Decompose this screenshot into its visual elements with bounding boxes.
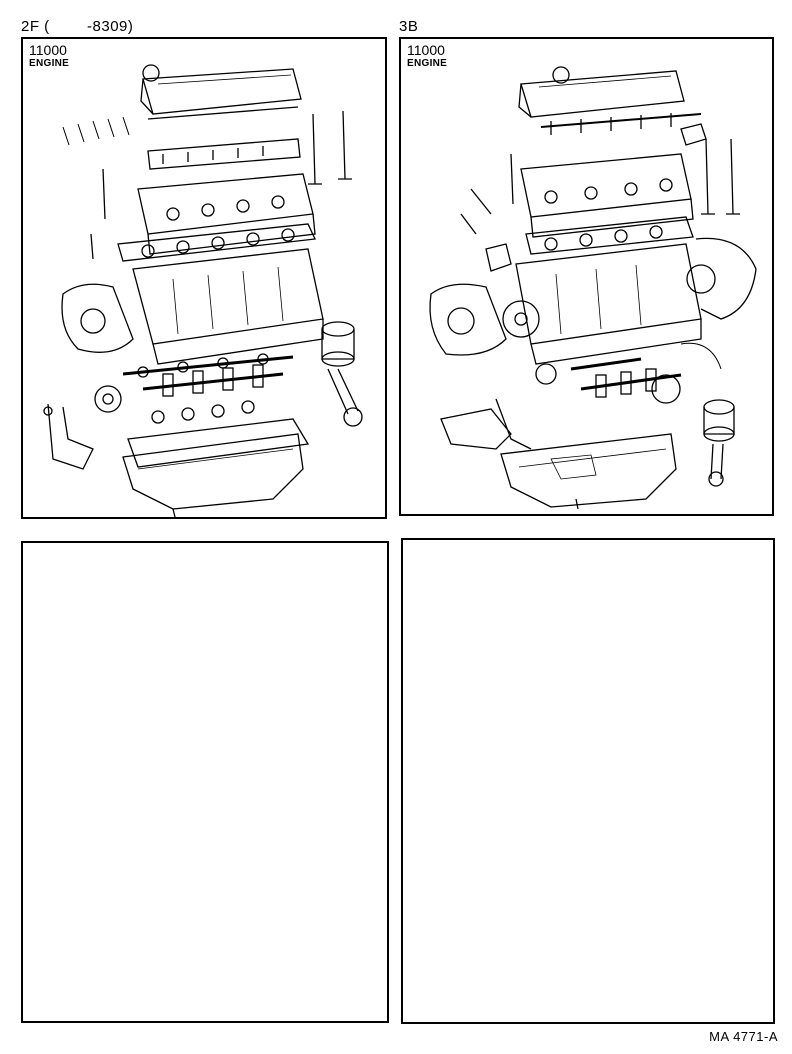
part-code: 11000	[407, 42, 445, 58]
left-heading-model: 2F (	[21, 18, 50, 35]
figure-reference: MA 4771-A	[709, 1029, 778, 1044]
engine-panel-2f[interactable]: 11000 ENGINE	[21, 37, 387, 519]
right-column-heading: 3B	[399, 18, 419, 35]
part-label: ENGINE	[29, 58, 70, 69]
empty-panel-left	[21, 541, 389, 1023]
left-column-heading: 2F ( -8309)	[21, 18, 133, 35]
empty-panel-right	[401, 538, 775, 1024]
engine-panel-3b[interactable]: 11000 ENGINE	[399, 37, 774, 516]
engine-exploded-diagram-2f[interactable]	[23, 39, 385, 517]
engine-exploded-diagram-3b[interactable]	[401, 39, 772, 514]
part-code: 11000	[29, 42, 67, 58]
left-heading-range: -8309)	[87, 18, 134, 35]
part-label: ENGINE	[407, 58, 448, 69]
